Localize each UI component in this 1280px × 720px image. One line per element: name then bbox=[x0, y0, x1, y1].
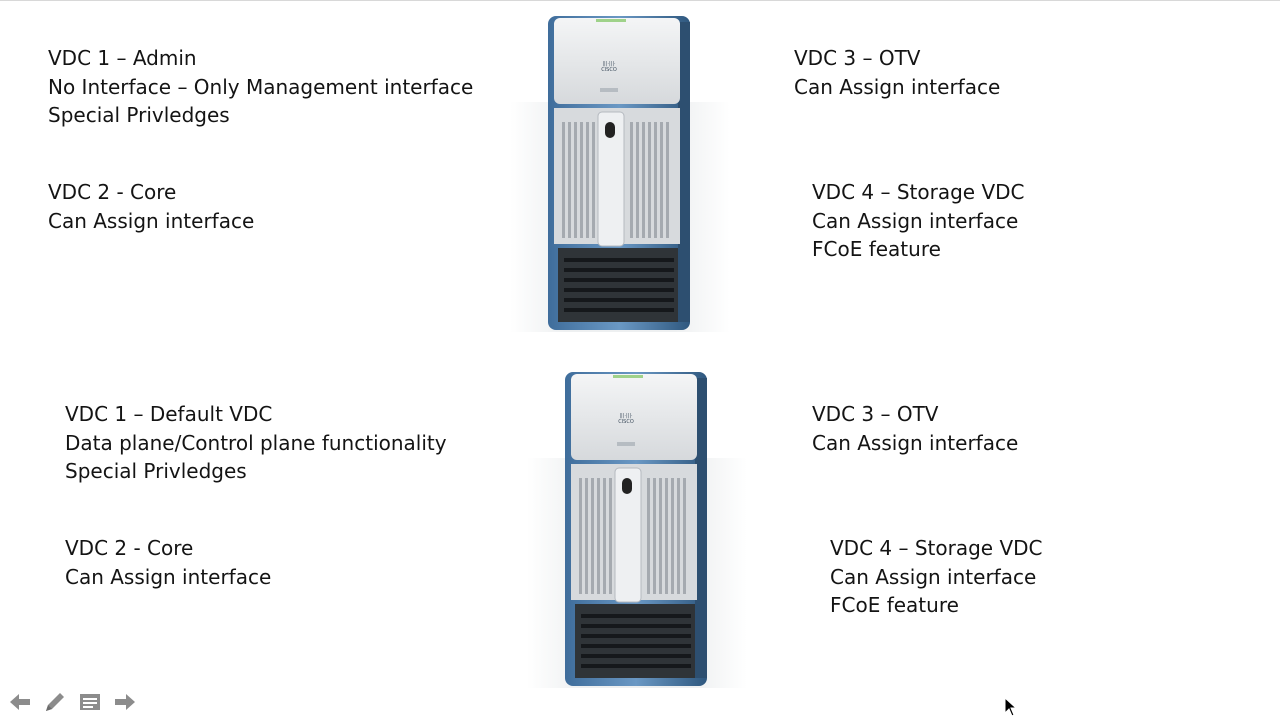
bottom-vdc3-line1: Can Assign interface bbox=[812, 430, 1019, 455]
svg-text:CISCO: CISCO bbox=[601, 67, 617, 73]
top-vdc1-title: VDC 1 – Admin bbox=[48, 46, 197, 70]
bottom-vdc2-line1: Can Assign interface bbox=[65, 564, 272, 589]
pen-icon[interactable] bbox=[41, 689, 68, 716]
bottom-vdc1-line2: Special Privledges bbox=[65, 459, 247, 484]
slide-menu-icon[interactable] bbox=[76, 689, 103, 716]
top-vdc1-block: VDC 1 – Admin No Interface – Only Manage… bbox=[48, 44, 473, 130]
top-vdc1-line1: No Interface – Only Management interface bbox=[48, 74, 474, 99]
bottom-vdc2-title: VDC 2 - Core bbox=[65, 536, 194, 560]
bottom-vdc1-block: VDC 1 – Default VDC Data plane/Control p… bbox=[65, 400, 447, 486]
bottom-vdc4-line2: FCoE feature bbox=[830, 593, 959, 618]
slideshow-toolbar bbox=[6, 688, 138, 716]
svg-text:|||·|||·: |||·|||· bbox=[602, 61, 616, 67]
bottom-vdc4-line1: Can Assign interface bbox=[830, 564, 1037, 589]
top-vdc1-line2: Special Privledges bbox=[48, 103, 230, 128]
top-vdc2-line1: Can Assign interface bbox=[48, 208, 255, 233]
top-vdc4-line2: FCoE feature bbox=[812, 237, 941, 262]
top-vdc3-line1: Can Assign interface bbox=[794, 74, 1001, 99]
bottom-vdc3-block: VDC 3 – OTV Can Assign interface bbox=[812, 400, 1018, 457]
previous-slide-icon[interactable] bbox=[6, 689, 33, 716]
bottom-vdc1-title: VDC 1 – Default VDC bbox=[65, 402, 273, 426]
top-vdc4-line1: Can Assign interface bbox=[812, 208, 1019, 233]
nexus-switch-image-top: |||·|||· CISCO bbox=[510, 12, 730, 332]
nexus-switch-image-bottom: |||·|||· CISCO bbox=[527, 368, 747, 688]
next-slide-icon[interactable] bbox=[111, 689, 138, 716]
bottom-vdc1-line1: Data plane/Control plane functionality bbox=[65, 430, 447, 455]
top-vdc3-block: VDC 3 – OTV Can Assign interface bbox=[794, 44, 1000, 101]
svg-text:CISCO: CISCO bbox=[618, 419, 634, 425]
bottom-vdc4-title: VDC 4 – Storage VDC bbox=[830, 536, 1043, 560]
mouse-cursor-icon bbox=[1004, 696, 1018, 717]
top-vdc3-title: VDC 3 – OTV bbox=[794, 46, 921, 70]
bottom-vdc3-title: VDC 3 – OTV bbox=[812, 402, 939, 426]
svg-text:|||·|||·: |||·|||· bbox=[619, 413, 633, 419]
top-vdc2-block: VDC 2 - Core Can Assign interface bbox=[48, 178, 254, 235]
top-border-line bbox=[0, 0, 1280, 1]
bottom-vdc4-block: VDC 4 – Storage VDC Can Assign interface… bbox=[830, 534, 1043, 620]
top-vdc2-title: VDC 2 - Core bbox=[48, 180, 177, 204]
top-vdc4-title: VDC 4 – Storage VDC bbox=[812, 180, 1025, 204]
top-vdc4-block: VDC 4 – Storage VDC Can Assign interface… bbox=[812, 178, 1025, 264]
bottom-vdc2-block: VDC 2 - Core Can Assign interface bbox=[65, 534, 271, 591]
